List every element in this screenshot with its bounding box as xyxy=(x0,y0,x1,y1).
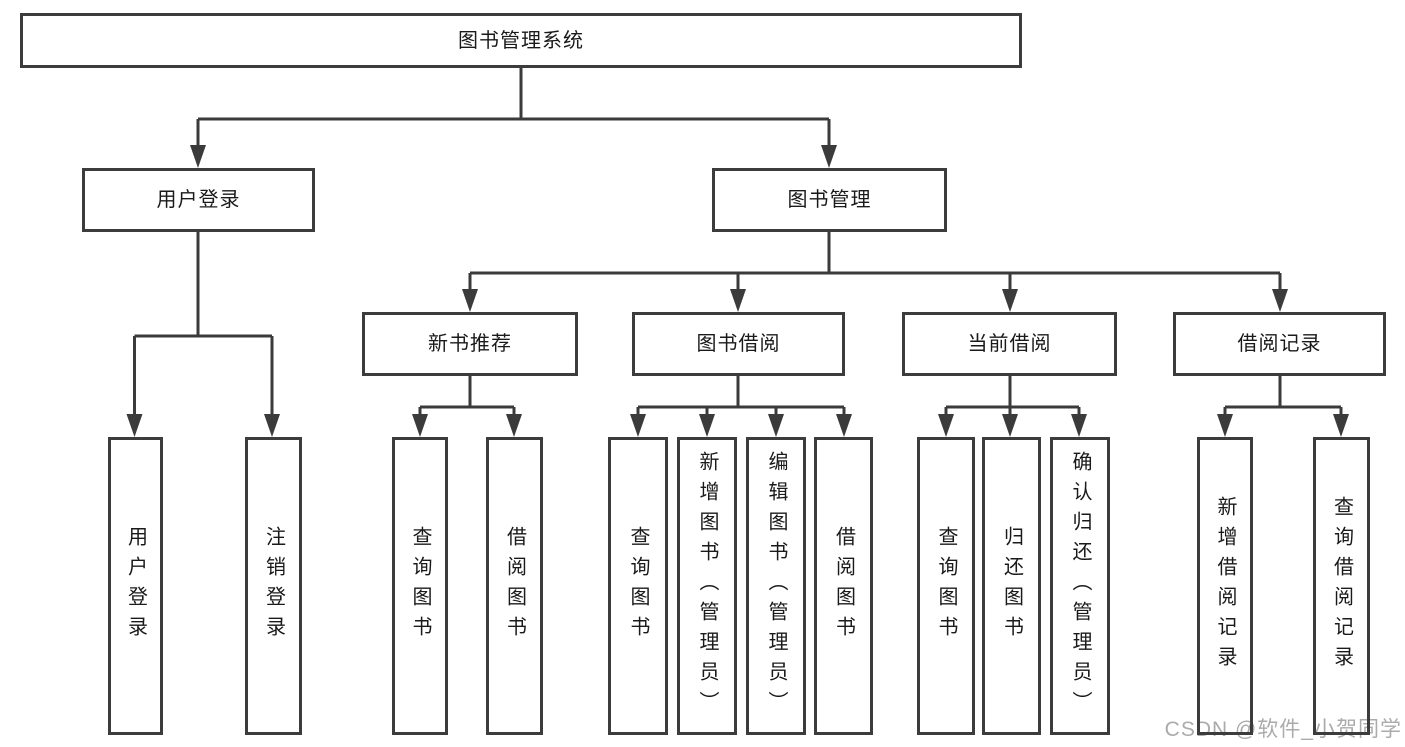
node-leaf-query-books-3: 查询图书 xyxy=(917,437,975,735)
connector-book-borrow xyxy=(636,376,846,416)
connector-borrow-records xyxy=(1223,376,1343,416)
node-book-management: 图书管理 xyxy=(712,168,947,232)
node-book-borrow: 图书借阅 xyxy=(632,312,845,376)
connector-root xyxy=(196,68,831,148)
node-user-login-branch: 用户登录 xyxy=(82,168,315,232)
node-leaf-query-borrow-record: 查询借阅记录 xyxy=(1313,437,1370,735)
connector-new-books xyxy=(418,376,516,416)
node-leaf-logout: 注销登录 xyxy=(245,437,302,735)
node-new-book-recommend: 新书推荐 xyxy=(362,312,578,376)
node-leaf-confirm-return-admin: 确认归还（管理员） xyxy=(1050,437,1110,735)
arrowhead-icons xyxy=(126,145,1349,437)
node-leaf-borrow-books-2: 借阅图书 xyxy=(814,437,873,735)
node-leaf-query-books-2: 查询图书 xyxy=(608,437,668,735)
connector-current-borrow xyxy=(944,376,1081,416)
node-current-borrow: 当前借阅 xyxy=(902,312,1117,376)
node-leaf-add-borrow-record: 新增借阅记录 xyxy=(1197,437,1253,735)
node-leaf-add-books-admin: 新增图书（管理员） xyxy=(677,437,737,735)
watermark: CSDN @软件_小贺同学 xyxy=(1164,718,1402,741)
connector-user-login xyxy=(133,232,274,416)
node-leaf-return-books: 归还图书 xyxy=(982,437,1041,735)
node-borrow-records: 借阅记录 xyxy=(1173,312,1386,376)
node-leaf-user-login: 用户登录 xyxy=(108,437,163,735)
connector-book-mgmt xyxy=(468,232,1282,291)
node-leaf-edit-books-admin: 编辑图书（管理员） xyxy=(746,437,806,735)
node-leaf-query-books-1: 查询图书 xyxy=(392,437,448,735)
node-leaf-borrow-books-1: 借阅图书 xyxy=(486,437,543,735)
node-root: 图书管理系统 xyxy=(20,13,1022,68)
